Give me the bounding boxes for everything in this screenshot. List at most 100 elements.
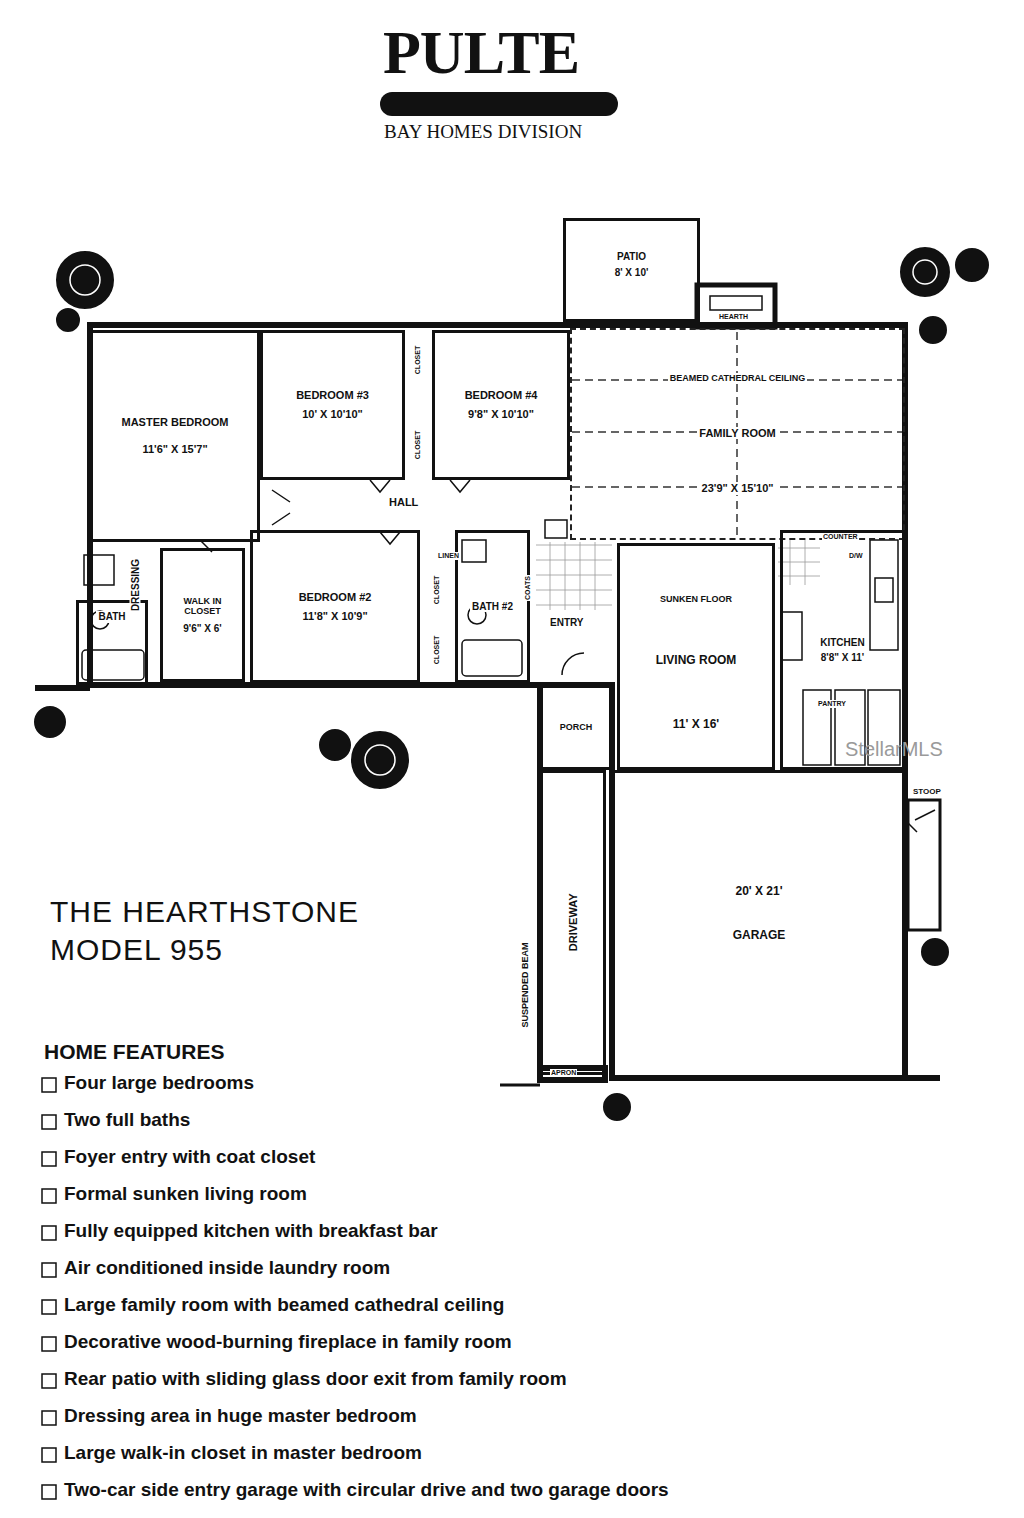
room-name: DRIVEWAY [567,892,580,954]
room-name: BEDROOM #4 [463,389,540,402]
checkboxes [42,1263,56,1277]
room-box: BEDROOM #310' X 10'10" [260,330,405,480]
stoop [908,800,940,930]
checkboxes [42,1485,56,1499]
fireplace [697,285,775,327]
checkboxes [42,1115,56,1129]
watermark: StellarMLS [845,738,943,760]
tree-texture [70,260,937,775]
tile-floor [536,542,612,610]
room-name: BEAMED CATHEDRAL CEILING [668,373,808,383]
stoop [908,800,940,930]
room-dimension: 10' X 10'10" [300,408,365,421]
room-dimension: 11'8" X 10'9" [300,610,369,623]
feature-item: Decorative wood-burning fireplace in fam… [64,1332,512,1353]
room-dimension: LIVING ROOM [654,654,739,668]
room-name: PATIO [615,251,648,263]
fixture-label: HEARTH [718,313,749,321]
trees [33,705,67,739]
trees [918,315,948,345]
checkboxes [42,1411,56,1425]
trees [33,246,990,1122]
fixtures [545,520,567,538]
closet-label: CLOSET [433,575,441,605]
trees [55,307,81,333]
doors [272,490,290,525]
room-box: KITCHEN8'8" X 11' [780,530,905,770]
room-box: BATH [76,600,148,685]
logo-bar [380,92,618,116]
house-walls [35,325,940,1085]
checkboxes [42,1226,56,1240]
room-dimension: 8' X 10' [613,267,651,279]
closet-label: CLOSET [414,430,422,460]
room-name: SUNKEN FLOOR [658,594,734,604]
room-dimension: 23'9" X 15'10" [700,482,776,495]
trees [954,247,990,283]
room-box: 20' X 21'GARAGE [610,770,908,1078]
feature-item: Four large bedrooms [64,1073,254,1094]
room-name: BATH #2 [470,601,515,613]
room-box: DRIVEWAY [540,770,606,1075]
room-name: PORCH [558,722,595,732]
trees [318,728,352,762]
fixtures [84,555,114,585]
fixtures [870,540,898,650]
room-dimension: 8'8" X 11' [819,652,866,664]
tile-floor [778,538,820,585]
room-box: MASTER BEDROOM11'6" X 15'7" [90,330,260,542]
checkboxes [42,1300,56,1314]
feature-item: Large walk-in closet in master bedroom [64,1443,422,1464]
room-dimension: 11' X 16' [671,718,721,732]
room-name: ENTRY [549,617,585,628]
doors [562,653,584,675]
room-box: PORCH [540,685,612,770]
doors [200,480,917,832]
room-box: BEDROOM #2 11'8" X 10'9" [250,530,420,683]
trees [920,937,950,967]
room-name: BATH [96,611,127,623]
room-dimension: FAMILY ROOM [697,427,777,440]
checkboxes [42,1448,56,1462]
area-name: DRESSING [130,558,141,612]
tree-texture [70,265,100,295]
trees [55,250,115,310]
fixture-label: D/W [848,552,864,560]
doors [370,480,390,492]
feature-item: Formal sunken living room [64,1184,307,1205]
fixtures [462,540,486,562]
room-box: BATH #2 [455,530,530,683]
beam-label: SUSPENDED BEAM [521,941,531,1028]
plan-title: THE HEARTHSTONE MODEL 955 [50,893,395,968]
room-box: BEAMED CATHEDRAL CEILING FAMILY ROOM 23'9"… [570,328,905,540]
fixture-label: COUNTER [822,533,859,541]
logo-bar [380,92,618,116]
room-name: BEDROOM #2 [297,591,374,604]
checkboxes [42,1374,56,1388]
fixtures [82,520,900,765]
feature-item: Large family room with beamed cathedral … [64,1295,504,1316]
room-box: WALK IN CLOSET9'6" X 6' [160,548,245,682]
fireplace [697,285,775,327]
feature-item: Two-car side entry garage with circular … [64,1480,669,1501]
tree-texture [913,260,937,284]
room-name: HALL [388,496,419,508]
room-name: 20' X 21' [733,885,784,899]
beam-lines [572,332,903,538]
room-dimension: 9'8" X 10'10" [466,408,536,421]
closet-label: CLOSET [414,345,422,375]
fixture-label: PANTRY [817,700,847,708]
closet-label: LINEN [437,552,460,560]
trees [899,246,951,298]
fixtures [875,578,893,602]
area-name: STOOP [912,788,942,797]
trees [602,1092,632,1122]
fixtures [82,650,144,680]
room-dimension: 9'6" X 6' [181,623,223,635]
house-walls [540,688,605,1080]
checkboxes [42,1337,56,1351]
feature-item: Two full baths [64,1110,190,1131]
fixtures [462,640,522,676]
trees [350,730,410,790]
closet-label: CLOSET [433,635,441,665]
